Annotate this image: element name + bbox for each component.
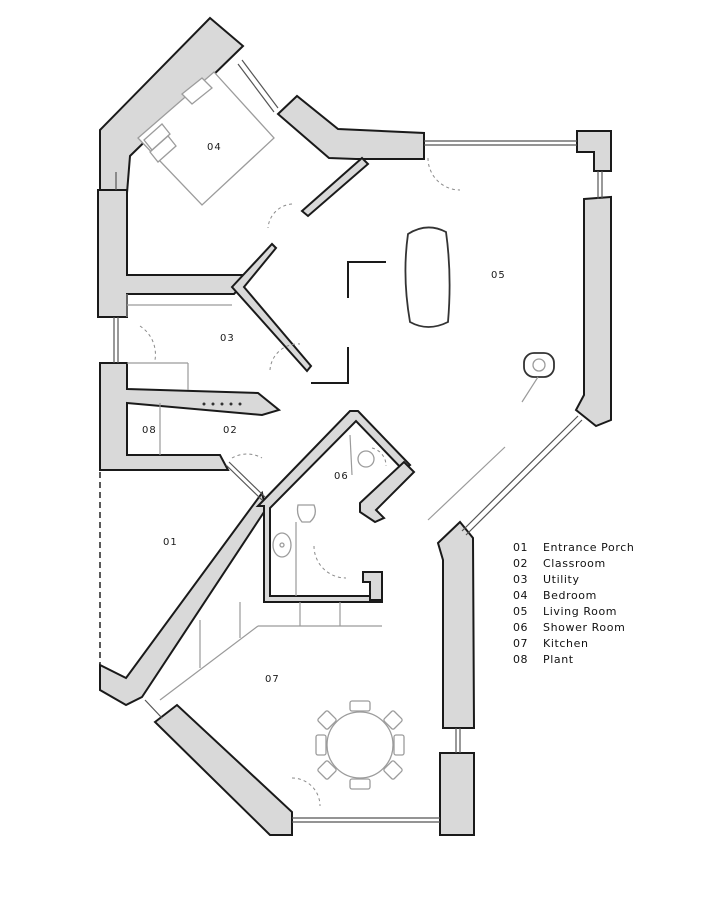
- legend-room-name: Living Room: [543, 605, 618, 618]
- glazing: [113, 59, 603, 823]
- legend-room-name: Shower Room: [543, 621, 626, 634]
- living-partition-upper: [347, 261, 386, 298]
- room-label-08: 08: [142, 425, 157, 436]
- room-label-04: 04: [207, 142, 222, 153]
- legend-room-name: Bedroom: [543, 589, 597, 602]
- legend-row: 02 Classroom: [513, 557, 713, 573]
- room-label-06: 06: [334, 471, 349, 482]
- wall-entrance-diagonal: [99, 490, 268, 707]
- legend-number: 08: [513, 653, 528, 666]
- legend-row: 04 Bedroom: [513, 589, 713, 605]
- wall-west-upper: [97, 189, 255, 318]
- wall-east: [574, 195, 612, 428]
- legend-row: 01 Entrance Porch: [513, 541, 713, 557]
- stove: [521, 352, 555, 403]
- room-label-01: 01: [163, 537, 178, 548]
- wall-south-west: [153, 703, 293, 836]
- legend-number: 05: [513, 605, 528, 618]
- legend-row: 07 Kitchen: [513, 637, 713, 653]
- legend-room-name: Classroom: [543, 557, 606, 570]
- dining-table: [315, 700, 405, 790]
- legend-number: 01: [513, 541, 528, 554]
- shower-fixtures: [272, 434, 375, 596]
- room-label-02: 02: [223, 425, 238, 436]
- room-legend: 01 Entrance Porch 02 Classroom 03 Utilit…: [513, 541, 713, 669]
- classroom-hooks: [202, 402, 242, 406]
- legend-room-name: Entrance Porch: [543, 541, 635, 554]
- legend-number: 04: [513, 589, 528, 602]
- wall-bedroom-partition: [300, 156, 370, 218]
- legend-room-name: Utility: [543, 573, 580, 586]
- room-label-07: 07: [265, 674, 280, 685]
- legend-room-name: Kitchen: [543, 637, 589, 650]
- wall-east-lower: [436, 520, 476, 729]
- kitchen-counter: [159, 602, 382, 701]
- legend-number: 02: [513, 557, 528, 570]
- legend-room-name: Plant: [543, 653, 574, 666]
- living-partition-thin: [427, 446, 506, 521]
- living-partition-lower: [311, 347, 349, 384]
- wall-south-east: [439, 752, 475, 836]
- wall-shower-enclosure: [255, 410, 412, 603]
- room-label-03: 03: [220, 333, 235, 344]
- wall-north-east-corner: [576, 130, 612, 172]
- legend-row: 03 Utility: [513, 573, 713, 589]
- legend-row: 08 Plant: [513, 653, 713, 669]
- utility-shelving: [126, 294, 232, 455]
- wall-shower-nib: [359, 460, 416, 524]
- wall-utility-diagonal: [230, 242, 313, 373]
- wall-west-middle: [99, 362, 282, 471]
- legend-number: 03: [513, 573, 528, 586]
- legend-row: 06 Shower Room: [513, 621, 713, 637]
- wall-kitchen-stub: [362, 571, 383, 601]
- room-label-05: 05: [491, 270, 506, 281]
- sofa: [404, 226, 451, 328]
- bed: [137, 71, 275, 206]
- legend-number: 06: [513, 621, 528, 634]
- legend-row: 05 Living Room: [513, 605, 713, 621]
- door-swings: [139, 157, 461, 807]
- legend-number: 07: [513, 637, 528, 650]
- wall-bedroom-north: [276, 94, 425, 160]
